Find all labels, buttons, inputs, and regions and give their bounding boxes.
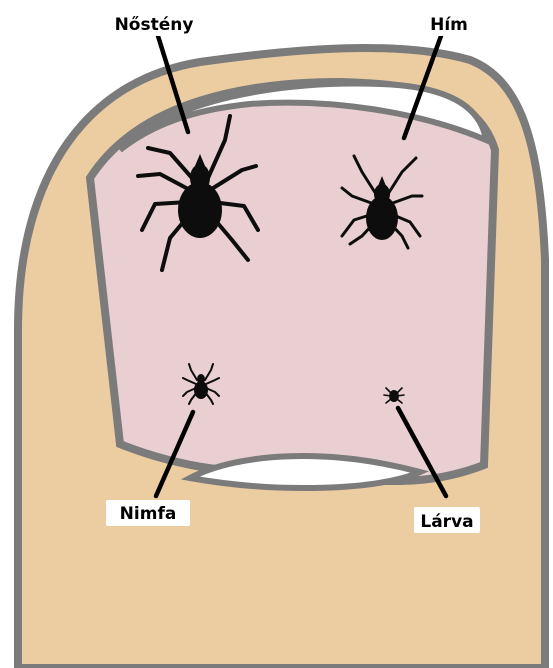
female-label: Nőstény: [104, 10, 204, 36]
nymph-label: Nimfa: [106, 500, 190, 526]
larva-label: Lárva: [414, 507, 480, 533]
nymph-label-text: Nimfa: [120, 504, 177, 524]
male-label: Hím: [424, 10, 474, 36]
male-label-text: Hím: [430, 15, 468, 35]
fingernail: [90, 82, 495, 481]
larva-label-text: Lárva: [420, 512, 473, 532]
female-label-text: Nőstény: [115, 15, 194, 35]
